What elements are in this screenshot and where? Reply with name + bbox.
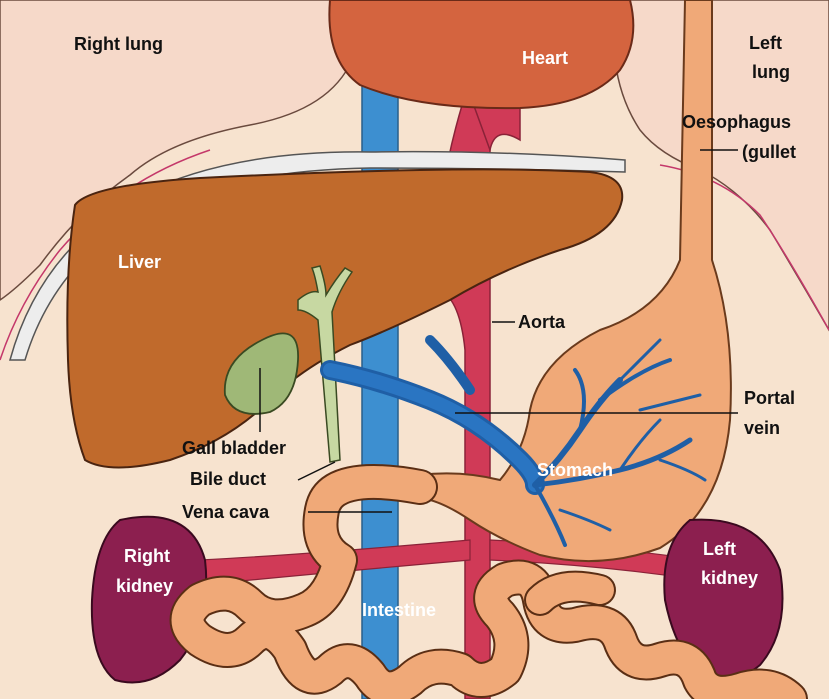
label-left-lung-line1: Left xyxy=(749,33,782,53)
label-left-kidney-line1: Left xyxy=(703,539,736,559)
label-aorta: Aorta xyxy=(518,312,566,332)
label-portal-vein-line1: Portal xyxy=(744,388,795,408)
label-vena-cava: Vena cava xyxy=(182,502,270,522)
label-heart: Heart xyxy=(522,48,568,68)
label-stomach: Stomach xyxy=(537,460,613,480)
left-lung xyxy=(615,0,829,330)
label-right-kidney-line1: Right xyxy=(124,546,170,566)
label-right-kidney-line2: kidney xyxy=(116,576,173,596)
label-portal-vein-line2: vein xyxy=(744,418,780,438)
label-left-lung-line2: lung xyxy=(752,62,790,82)
label-liver: Liver xyxy=(118,252,161,272)
label-left-kidney-line2: kidney xyxy=(701,568,758,588)
label-bile-duct: Bile duct xyxy=(190,469,266,489)
label-oesophagus-line2: (gullet xyxy=(742,142,796,162)
label-oesophagus-line1: Oesophagus xyxy=(682,112,791,132)
label-right-lung: Right lung xyxy=(74,34,163,54)
label-gall-bladder: Gall bladder xyxy=(182,438,286,458)
label-intestine: Intestine xyxy=(362,600,436,620)
